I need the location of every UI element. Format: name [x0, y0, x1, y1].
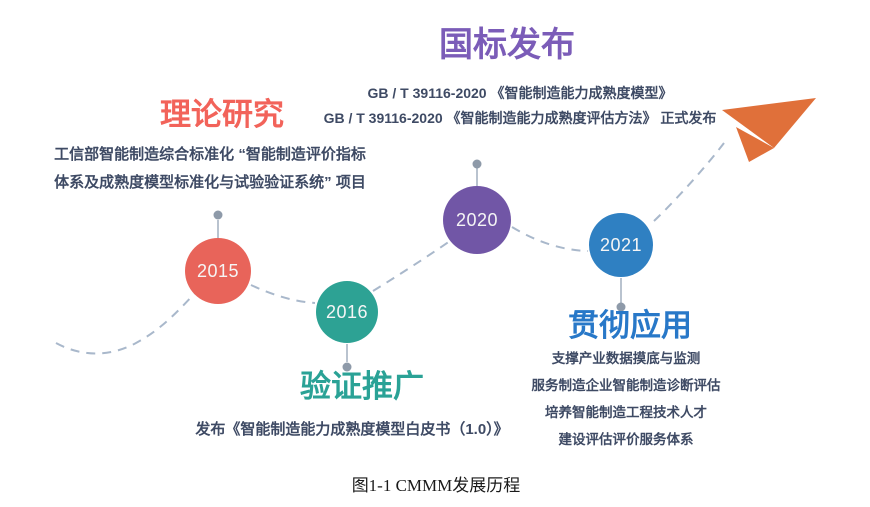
national-standard-line-1: GB / T 39116-2020 《智能制造能力成熟度模型》	[367, 85, 673, 101]
milestone-2021-circle: 2021	[589, 213, 653, 277]
milestone-2020-circle: 2020	[443, 186, 511, 254]
section-application-title: 贯彻应用	[568, 308, 692, 343]
curve-segment-2021-to-arrow	[653, 142, 725, 222]
theory-line-1: 工信部智能制造综合标准化 “智能制造评价指标	[54, 146, 366, 163]
curve-segment-start-to-2015	[55, 291, 197, 355]
figure-caption: 图1-1 CMMM发展历程	[351, 476, 521, 495]
connector-stems	[217, 168, 622, 362]
section-application-desc: 支撑产业数据摸底与监测 服务制造企业智能制造诊断评估 培养智能制造工程技术人才 …	[486, 345, 766, 453]
section-verification-title: 验证推广	[300, 369, 424, 404]
section-national-standard-title: 国标发布	[439, 26, 575, 64]
paper-plane-icon	[722, 98, 816, 162]
milestone-2021-year-label: 2021	[599, 234, 643, 255]
verification-line-1: 发布《智能制造能力成熟度模型白皮书（1.0）》	[195, 421, 509, 438]
section-theory-desc: 工信部智能制造综合标准化 “智能制造评价指标 体系及成熟度模型标准化与试验验证系…	[40, 141, 380, 197]
application-line-3: 培养智能制造工程技术人才	[545, 405, 707, 420]
curve-segment-2015-to-2016	[250, 284, 316, 304]
milestone-2016-year-label: 2016	[325, 301, 369, 322]
national-standard-line-2: GB / T 39116-2020 《智能制造能力成熟度评估方法》 正式发布	[323, 110, 717, 126]
section-verification-desc: 发布《智能制造能力成熟度模型白皮书（1.0）》	[177, 419, 527, 441]
connector-dot-2015	[213, 210, 223, 220]
milestone-2015-year-label: 2015	[196, 260, 240, 281]
connector-dot-2020	[472, 159, 482, 169]
curve-segment-2020-to-2021	[511, 226, 589, 252]
paper-plane-tail	[736, 127, 774, 162]
connector-dot-2021	[616, 302, 626, 312]
section-national-standard-desc: GB / T 39116-2020 《智能制造能力成熟度模型》 GB / T 3…	[240, 81, 800, 131]
connector-dot-2016	[342, 362, 352, 372]
connector-dots	[213, 159, 626, 372]
application-line-4: 建设评估评价服务体系	[558, 432, 694, 447]
milestone-2016-circle: 2016	[316, 281, 378, 343]
application-line-1: 支撑产业数据摸底与监测	[551, 351, 701, 366]
theory-line-2: 体系及成熟度模型标准化与试验验证系统” 项目	[54, 174, 366, 191]
milestone-2020-year-label: 2020	[455, 209, 499, 230]
application-line-2: 服务制造企业智能制造诊断评估	[531, 378, 721, 393]
milestone-2015-circle: 2015	[185, 238, 251, 304]
curve-segment-2016-to-2020	[372, 240, 451, 292]
section-theory-title: 理论研究	[160, 97, 284, 132]
paper-plane-wing	[722, 98, 816, 148]
timeline-dashed-curve	[55, 142, 725, 355]
